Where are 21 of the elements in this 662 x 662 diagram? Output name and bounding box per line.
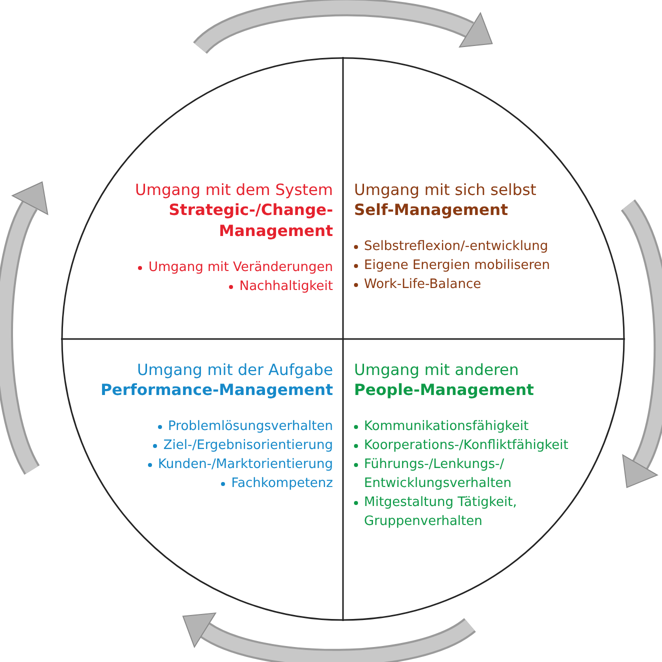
bullet-item: Selbstreflexion/-entwicklung [364,238,548,256]
bullet-item: Eigene Energien mobiliseren [364,257,550,275]
bullet-item: Nachhaltigkeit [239,278,333,296]
bullet-item: Fachkompetenz [231,475,333,493]
bullet-item: Koorperations-/Konfliktfähigkeit [364,437,568,455]
quadrant-title: Self-Management [354,200,509,221]
quadrant-subtitle: Umgang mit sich selbst [354,180,538,200]
quadrant-subtitle: Umgang mit anderen [354,360,520,380]
quadrant-subtitle: Umgang mit der Aufgabe [136,360,333,380]
bullet-item: Problemlösungsverhalten [168,418,333,436]
bullet-item: Mitgestaltung Tätigkeit, Gruppenverhalten [364,494,518,531]
bullet-item: Kommunikationsfähigkeit [364,418,529,436]
bullet-item: Work-Life-Balance [364,276,482,294]
bullet-item: Umgang mit Veränderungen [148,259,333,277]
quadrant-title: Performance-Management [100,380,333,401]
bullet-item: Kunden-/Marktorientierung [158,456,333,474]
bullet-item: Ziel-/Ergebnisorientierung [163,437,333,455]
quadrant-title: People-Management [354,380,535,401]
quadrant-subtitle: Umgang mit dem System [134,180,333,200]
quadrant-title: Strategic-/Change-Management [168,200,333,242]
bullet-item: Führungs-/Lenkungs-/ Entwicklungsverhalten [364,456,513,493]
